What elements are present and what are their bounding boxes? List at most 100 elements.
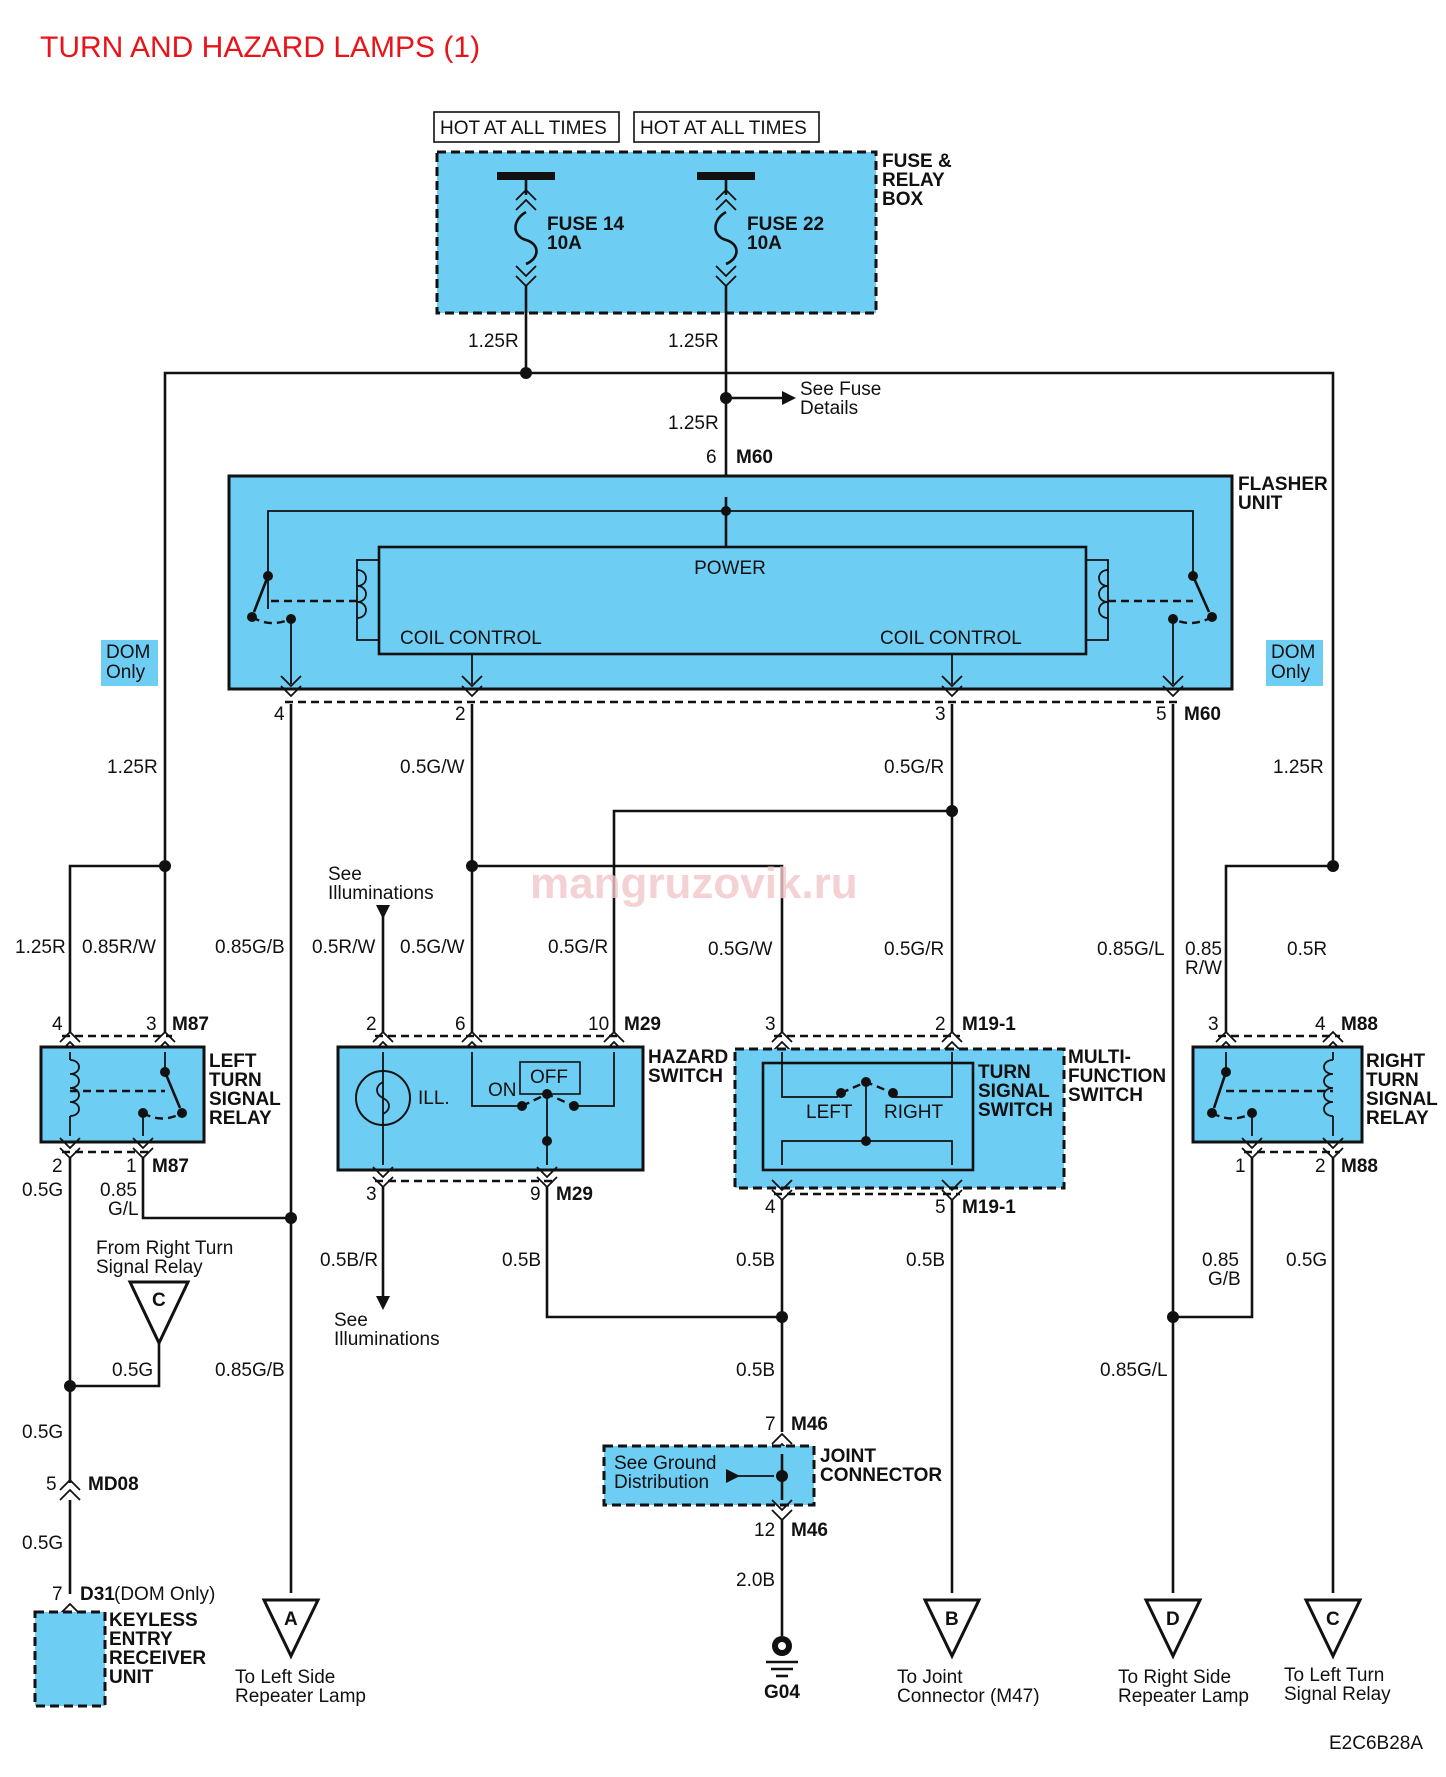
svg-text:C: C [152, 1290, 166, 1311]
wire-label: 0.5G [22, 1180, 63, 1201]
svg-text:SIGNAL: SIGNAL [209, 1089, 281, 1110]
wire-label: 0.85G/B [215, 1360, 285, 1381]
hot-label-2: HOT AT ALL TIMES [633, 111, 820, 143]
svg-text:7: 7 [52, 1584, 63, 1605]
svg-text:RIGHT: RIGHT [884, 1102, 944, 1123]
wire-label: 0.85 [100, 1180, 137, 1201]
wire-label: 0.5B [736, 1250, 775, 1271]
output-ref-b: B To Joint Connector (M47) [897, 1598, 1040, 1707]
svg-text:2: 2 [455, 704, 466, 725]
svg-text:DOM: DOM [106, 642, 150, 663]
svg-text:SIGNAL: SIGNAL [978, 1081, 1050, 1102]
svg-text:G/B: G/B [1208, 1269, 1241, 1290]
svg-text:Repeater Lamp: Repeater Lamp [1118, 1686, 1249, 1707]
wire-label: 0.85 [1202, 1250, 1239, 1271]
svg-text:G/L: G/L [108, 1199, 139, 1220]
svg-text:M19-1: M19-1 [962, 1197, 1016, 1218]
svg-text:To Right Side: To Right Side [1118, 1667, 1231, 1688]
svg-text:2: 2 [935, 1014, 946, 1035]
right-turn-signal-relay: 3 4 M88 RIGHT TURN SIGNAL RELAY 1 2 M88 [1191, 1014, 1438, 1177]
fuse-14: FUSE 14 10A [497, 172, 625, 288]
svg-text:5: 5 [46, 1474, 57, 1495]
keyless-entry-receiver-unit: 7 D31 (DOM Only) KEYLESS ENTRY RECEIVER … [33, 1584, 215, 1708]
left-turn-signal-relay: 4 3 M87 LEFT TURN SIGNAL RELAY 2 1 M87 [39, 1014, 281, 1177]
svg-text:RECEIVER: RECEIVER [109, 1648, 206, 1669]
flasher-coil-left: COIL CONTROL [400, 628, 542, 649]
output-ref-d: D To Right Side Repeater Lamp [1118, 1598, 1249, 1707]
svg-text:UNIT: UNIT [1238, 493, 1283, 514]
svg-text:RELAY: RELAY [209, 1108, 272, 1129]
svg-text:5: 5 [935, 1197, 946, 1218]
wire-label: 0.5G [112, 1360, 153, 1381]
svg-text:JOINT: JOINT [820, 1446, 876, 1467]
svg-text:5: 5 [1156, 704, 1167, 725]
diagram-title: TURN AND HAZARD LAMPS (1) [40, 31, 480, 64]
svg-text:To Left Side: To Left Side [235, 1667, 335, 1688]
svg-text:4: 4 [52, 1014, 63, 1035]
wire-label: 1.25R [668, 331, 719, 352]
svg-text:HAZARD: HAZARD [648, 1047, 728, 1068]
watermark: mangruzovik.ru [530, 859, 858, 908]
svg-text:SIGNAL: SIGNAL [1366, 1089, 1438, 1110]
svg-text:3: 3 [1208, 1014, 1219, 1035]
svg-text:M29: M29 [556, 1184, 593, 1205]
dom-only-left: DOM Only [101, 640, 158, 686]
svg-text:3: 3 [146, 1014, 157, 1035]
wire-label: 0.5G/R [884, 757, 944, 778]
svg-text:Illuminations: Illuminations [328, 883, 434, 904]
svg-text:TURN: TURN [1366, 1070, 1419, 1091]
svg-text:TURN: TURN [209, 1070, 262, 1091]
connector-md08: 0.5G 5 MD08 [22, 1422, 139, 1501]
input-ref-c: C [127, 1280, 191, 1347]
see-illuminations-bottom: See [334, 1310, 368, 1331]
wire-label: 0.5B [502, 1250, 541, 1271]
svg-text:To Joint: To Joint [897, 1667, 963, 1688]
wire-label: 0.5G/W [708, 939, 772, 960]
svg-text:LEFT: LEFT [209, 1051, 257, 1072]
wire-label: 1.25R [15, 937, 66, 958]
ground-g04: G04 [764, 1636, 800, 1703]
svg-text:9: 9 [530, 1184, 541, 1205]
wire-label: 0.5G [22, 1533, 63, 1554]
svg-text:Signal Relay: Signal Relay [96, 1257, 203, 1278]
svg-text:ON: ON [488, 1080, 517, 1101]
svg-text:SWITCH: SWITCH [648, 1066, 723, 1087]
see-illuminations-top: See [328, 864, 362, 885]
svg-text:D31: D31 [80, 1584, 115, 1605]
svg-text:Details: Details [800, 398, 858, 419]
svg-text:B: B [945, 1609, 959, 1630]
wire-label: 0.5G [1286, 1250, 1327, 1271]
wire-label: 0.5R/W [312, 937, 375, 958]
svg-text:ILL.: ILL. [418, 1088, 450, 1109]
svg-text:12: 12 [754, 1520, 775, 1541]
wire-label: 1.25R [468, 331, 519, 352]
output-ref-c: C To Left Turn Signal Relay [1284, 1598, 1391, 1705]
svg-text:6: 6 [455, 1014, 466, 1035]
diagram-code: E2C6B28A [1329, 1733, 1423, 1754]
svg-text:4: 4 [1315, 1014, 1326, 1035]
svg-text:10: 10 [588, 1014, 609, 1035]
svg-text:6: 6 [706, 447, 717, 468]
svg-text:M29: M29 [624, 1014, 661, 1035]
svg-text:A: A [284, 1609, 298, 1630]
svg-text:HOT AT ALL TIMES: HOT AT ALL TIMES [440, 118, 607, 139]
from-right-relay-note: From Right Turn [96, 1238, 233, 1259]
wire-label: 0.5G/R [548, 937, 608, 958]
svg-text:UNIT: UNIT [109, 1667, 154, 1688]
svg-text:M88: M88 [1341, 1014, 1378, 1035]
wire-label: 0.85G/L [1100, 1360, 1168, 1381]
wire-label: 1.25R [668, 413, 719, 434]
wire-label: 0.5B/R [320, 1250, 378, 1271]
svg-text:FUNCTION: FUNCTION [1068, 1066, 1166, 1087]
flasher-power-label: POWER [694, 558, 766, 579]
svg-text:LEFT: LEFT [806, 1102, 853, 1123]
svg-text:ENTRY: ENTRY [109, 1629, 173, 1650]
svg-text:See Ground: See Ground [614, 1453, 716, 1474]
svg-text:HOT AT ALL TIMES: HOT AT ALL TIMES [640, 118, 807, 139]
svg-text:To Left Turn: To Left Turn [1284, 1665, 1384, 1686]
svg-text:TURN: TURN [978, 1062, 1031, 1083]
svg-text:SWITCH: SWITCH [1068, 1085, 1143, 1106]
svg-text:FUSE 14: FUSE 14 [547, 214, 625, 235]
svg-text:Signal Relay: Signal Relay [1284, 1684, 1391, 1705]
